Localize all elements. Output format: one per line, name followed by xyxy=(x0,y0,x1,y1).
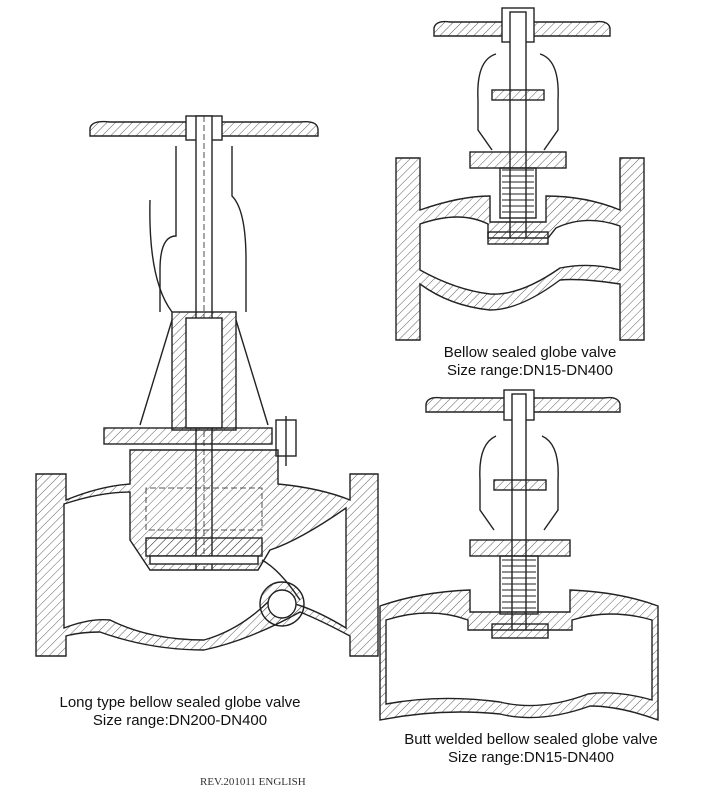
bellow-sealed-caption: Bellow sealed globe valve Size range:DN1… xyxy=(392,344,668,380)
bellow-sealed-valve-drawing xyxy=(395,7,645,341)
bellow-sealed-title: Bellow sealed globe valve xyxy=(443,344,617,361)
revision-label: REV.201011 ENGLISH xyxy=(200,776,306,788)
butt-welded-size-range: Size range:DN15-DN400 xyxy=(448,749,614,766)
butt-welded-valve-drawing xyxy=(379,389,659,722)
long-type-caption: Long type bellow sealed globe valve Size… xyxy=(30,694,330,730)
butt-welded-title: Butt welded bellow sealed globe valve xyxy=(404,731,658,748)
long-type-title: Long type bellow sealed globe valve xyxy=(59,694,301,711)
long-type-size-range: Size range:DN200-DN400 xyxy=(92,712,268,729)
butt-welded-caption: Butt welded bellow sealed globe valve Si… xyxy=(378,731,684,767)
bellow-sealed-size-range: Size range:DN15-DN400 xyxy=(447,362,613,379)
long-type-valve-drawing xyxy=(35,115,379,657)
